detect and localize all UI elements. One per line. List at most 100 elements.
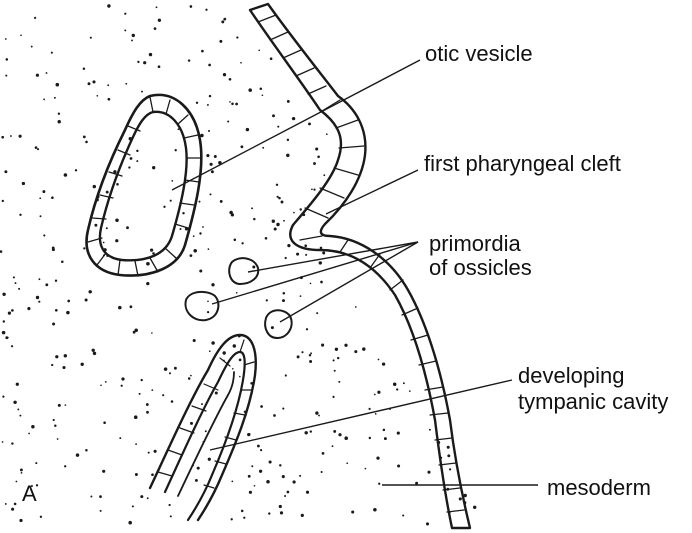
stipple-dot: [154, 450, 157, 453]
stipple-dot: [409, 390, 411, 392]
stipple-dot: [11, 442, 13, 444]
stipple-dot: [282, 475, 285, 478]
stipple-dot: [234, 239, 237, 242]
stipple-dot: [132, 505, 134, 507]
stipple-dot: [369, 437, 371, 439]
stipple-dot: [260, 405, 263, 408]
stipple-dot: [270, 57, 273, 60]
stipple-dot: [38, 278, 40, 280]
stipple-dot: [209, 350, 211, 352]
stipple-dot: [319, 261, 322, 264]
stipple-dot: [223, 18, 226, 21]
stipple-dot: [46, 72, 48, 74]
stipple-dot: [373, 508, 377, 512]
stipple-dot: [136, 160, 138, 162]
stipple-dot: [208, 64, 211, 67]
stipple-dot: [208, 248, 210, 250]
stipple-dot: [236, 292, 238, 294]
stipple-dot: [6, 58, 9, 61]
stipple-dot: [233, 344, 236, 347]
stipple-dot: [276, 184, 278, 186]
stipple-dot: [146, 262, 150, 266]
stipple-dot: [384, 437, 387, 440]
stipple-dot: [306, 491, 309, 494]
leader-pharyngeal-cleft: [326, 170, 418, 214]
stipple-dot: [323, 174, 325, 176]
stipple-dot: [2, 200, 4, 202]
stipple-dot: [20, 468, 23, 471]
stipple-dot: [132, 34, 135, 37]
stipple-dot: [397, 464, 400, 467]
stipple-dot: [282, 408, 284, 410]
stipple-dot: [374, 394, 376, 396]
stipple-dot: [257, 445, 260, 448]
stipple-dot: [128, 166, 130, 168]
stipple-dot: [88, 290, 91, 293]
stipple-dot: [344, 344, 347, 347]
stipple-dot: [124, 29, 126, 31]
stipple-dot: [254, 485, 256, 487]
stipple-dot: [309, 360, 312, 363]
stipple-dot: [277, 196, 279, 198]
ossicle-primordium-left: [186, 292, 219, 320]
label-tympanic-line1: developing: [518, 364, 624, 388]
stipple-dot: [19, 214, 21, 216]
stipple-dot: [11, 309, 14, 312]
stipple-dot: [354, 350, 357, 353]
stipple-dot: [293, 212, 295, 214]
stipple-dot: [13, 401, 16, 404]
stipple-dot: [83, 67, 85, 69]
stipple-dot: [85, 449, 88, 452]
stipple-dot: [106, 227, 108, 229]
stipple-dot: [297, 355, 300, 358]
stipple-dot: [151, 332, 153, 334]
stipple-dot: [248, 433, 251, 436]
stipple-dot: [83, 136, 86, 139]
tympanic-cell-walls: [158, 340, 254, 488]
label-tympanic-line2: tympanic cavity: [518, 390, 668, 414]
stipple-dot: [31, 425, 34, 428]
stipple-dot: [209, 95, 211, 97]
stipple-dot: [252, 266, 255, 269]
stipple-dot: [210, 163, 213, 166]
stipple-dot: [5, 503, 7, 505]
stipple-dot: [316, 312, 318, 314]
stipple-dot: [81, 363, 84, 366]
stipple-dot: [51, 364, 53, 366]
stipple-dot: [4, 170, 7, 173]
stipple-dot: [251, 207, 253, 209]
stipple-dot: [265, 237, 268, 240]
stipple-dot: [65, 404, 67, 406]
stipple-dot: [163, 206, 165, 208]
stipple-dot: [11, 345, 13, 347]
stipple-dot: [20, 34, 22, 36]
stipple-dot: [152, 166, 155, 169]
stipple-dot: [299, 208, 301, 210]
leader-primordium-left: [212, 242, 418, 304]
stipple-dot: [135, 443, 137, 445]
stipple-dot: [11, 508, 14, 511]
stipple-dot: [107, 84, 109, 86]
stipple-dot: [17, 408, 19, 410]
stipple-dot: [51, 196, 54, 199]
stipple-dot: [146, 282, 149, 285]
stipple-dot: [344, 436, 348, 440]
stipple-dot: [169, 504, 171, 506]
stipple-dot: [199, 269, 202, 272]
stipple-dot: [54, 97, 56, 99]
stipple-dot: [56, 83, 60, 87]
stipple-dot: [313, 162, 316, 165]
stipple-dot: [262, 147, 264, 149]
stipple-dot: [236, 36, 238, 38]
stipple-dot: [279, 464, 281, 466]
stipple-dot: [134, 415, 138, 419]
stipple-dot: [279, 505, 282, 508]
stipple-dot: [158, 19, 161, 22]
stipple-dot: [241, 510, 244, 513]
stipple-dot: [229, 78, 232, 81]
label-first-pharyngeal-cleft: first pharyngeal cleft: [424, 152, 621, 176]
stipple-dot: [287, 100, 290, 103]
stipple-dot: [227, 120, 229, 122]
stipple-dot: [322, 452, 325, 455]
stipple-dot: [320, 281, 323, 284]
